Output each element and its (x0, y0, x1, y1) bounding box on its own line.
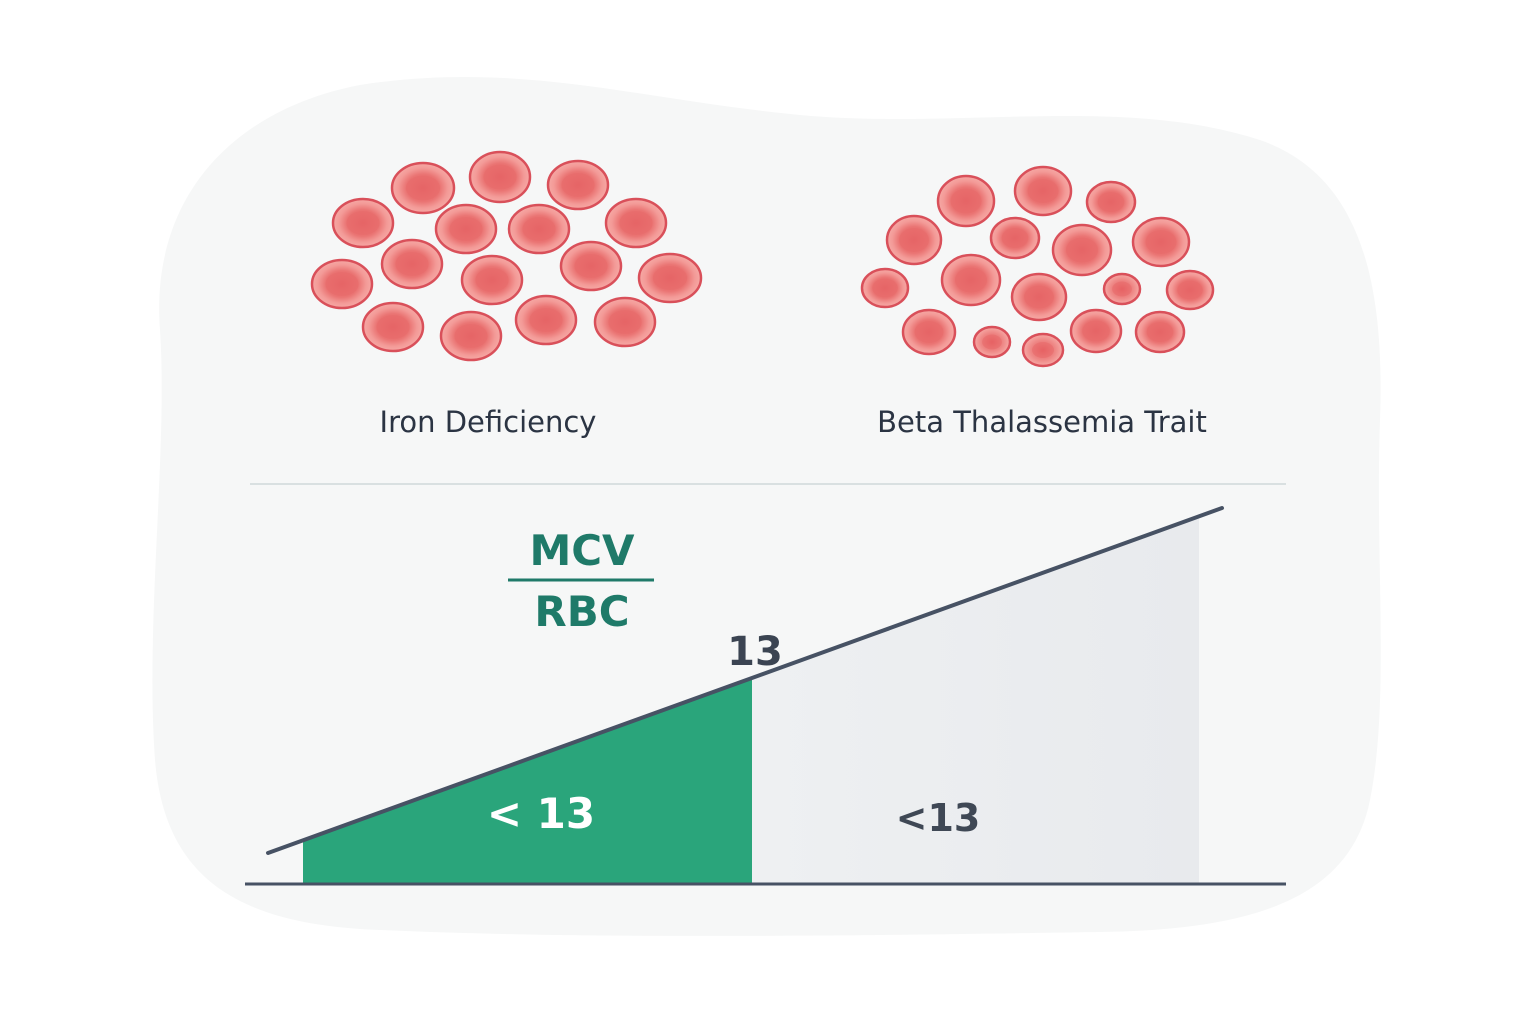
beta-thalassemia-cell-cluster (860, 165, 1215, 368)
caption-beta-thalassemia: Beta Thalassemia Trait (877, 405, 1207, 439)
red-blood-cell (390, 161, 456, 215)
red-blood-cell (1021, 332, 1065, 368)
red-blood-cell (885, 214, 943, 266)
red-blood-cell (310, 258, 374, 310)
red-blood-cell (380, 238, 444, 290)
red-blood-cell (637, 252, 703, 304)
red-blood-cell (1102, 272, 1142, 306)
red-blood-cell (604, 197, 668, 249)
red-blood-cell (460, 254, 524, 306)
red-blood-cell (940, 253, 1002, 307)
red-blood-cell (936, 174, 996, 228)
region-label-beta-thalassemia: <13 (896, 796, 981, 840)
ratio-ramp-line (266, 506, 1224, 855)
red-blood-cell (972, 325, 1012, 359)
red-blood-cell (989, 216, 1041, 260)
threshold-label: 13 (727, 629, 783, 675)
red-blood-cell (593, 296, 657, 348)
red-blood-cell (1051, 223, 1113, 277)
red-blood-cell (468, 150, 532, 204)
region-above-threshold (752, 515, 1199, 884)
red-blood-cell (1085, 180, 1137, 224)
red-blood-cell (507, 203, 571, 255)
red-blood-cell (1013, 165, 1073, 217)
red-blood-cell (1134, 310, 1186, 354)
iron-deficiency-cell-cluster (310, 150, 703, 362)
ratio-numerator: MCV (529, 526, 635, 575)
red-blood-cell (860, 267, 910, 309)
red-blood-cell (546, 159, 610, 211)
region-label-iron-deficiency: < 13 (487, 789, 595, 838)
caption-iron-deficiency: Iron Deficiency (380, 405, 597, 439)
red-blood-cell (1069, 308, 1123, 354)
ratio-denominator: RBC (534, 587, 629, 636)
red-blood-cell (434, 203, 498, 255)
red-blood-cell (514, 294, 578, 346)
red-blood-cell (559, 240, 623, 292)
red-blood-cell (1010, 272, 1068, 322)
red-blood-cell (361, 301, 425, 353)
red-blood-cell (439, 310, 503, 362)
red-blood-cell (331, 197, 395, 249)
red-blood-cell (1165, 269, 1215, 311)
region-below-threshold (303, 678, 752, 884)
red-blood-cell (1131, 216, 1191, 268)
red-blood-cell (901, 308, 957, 356)
